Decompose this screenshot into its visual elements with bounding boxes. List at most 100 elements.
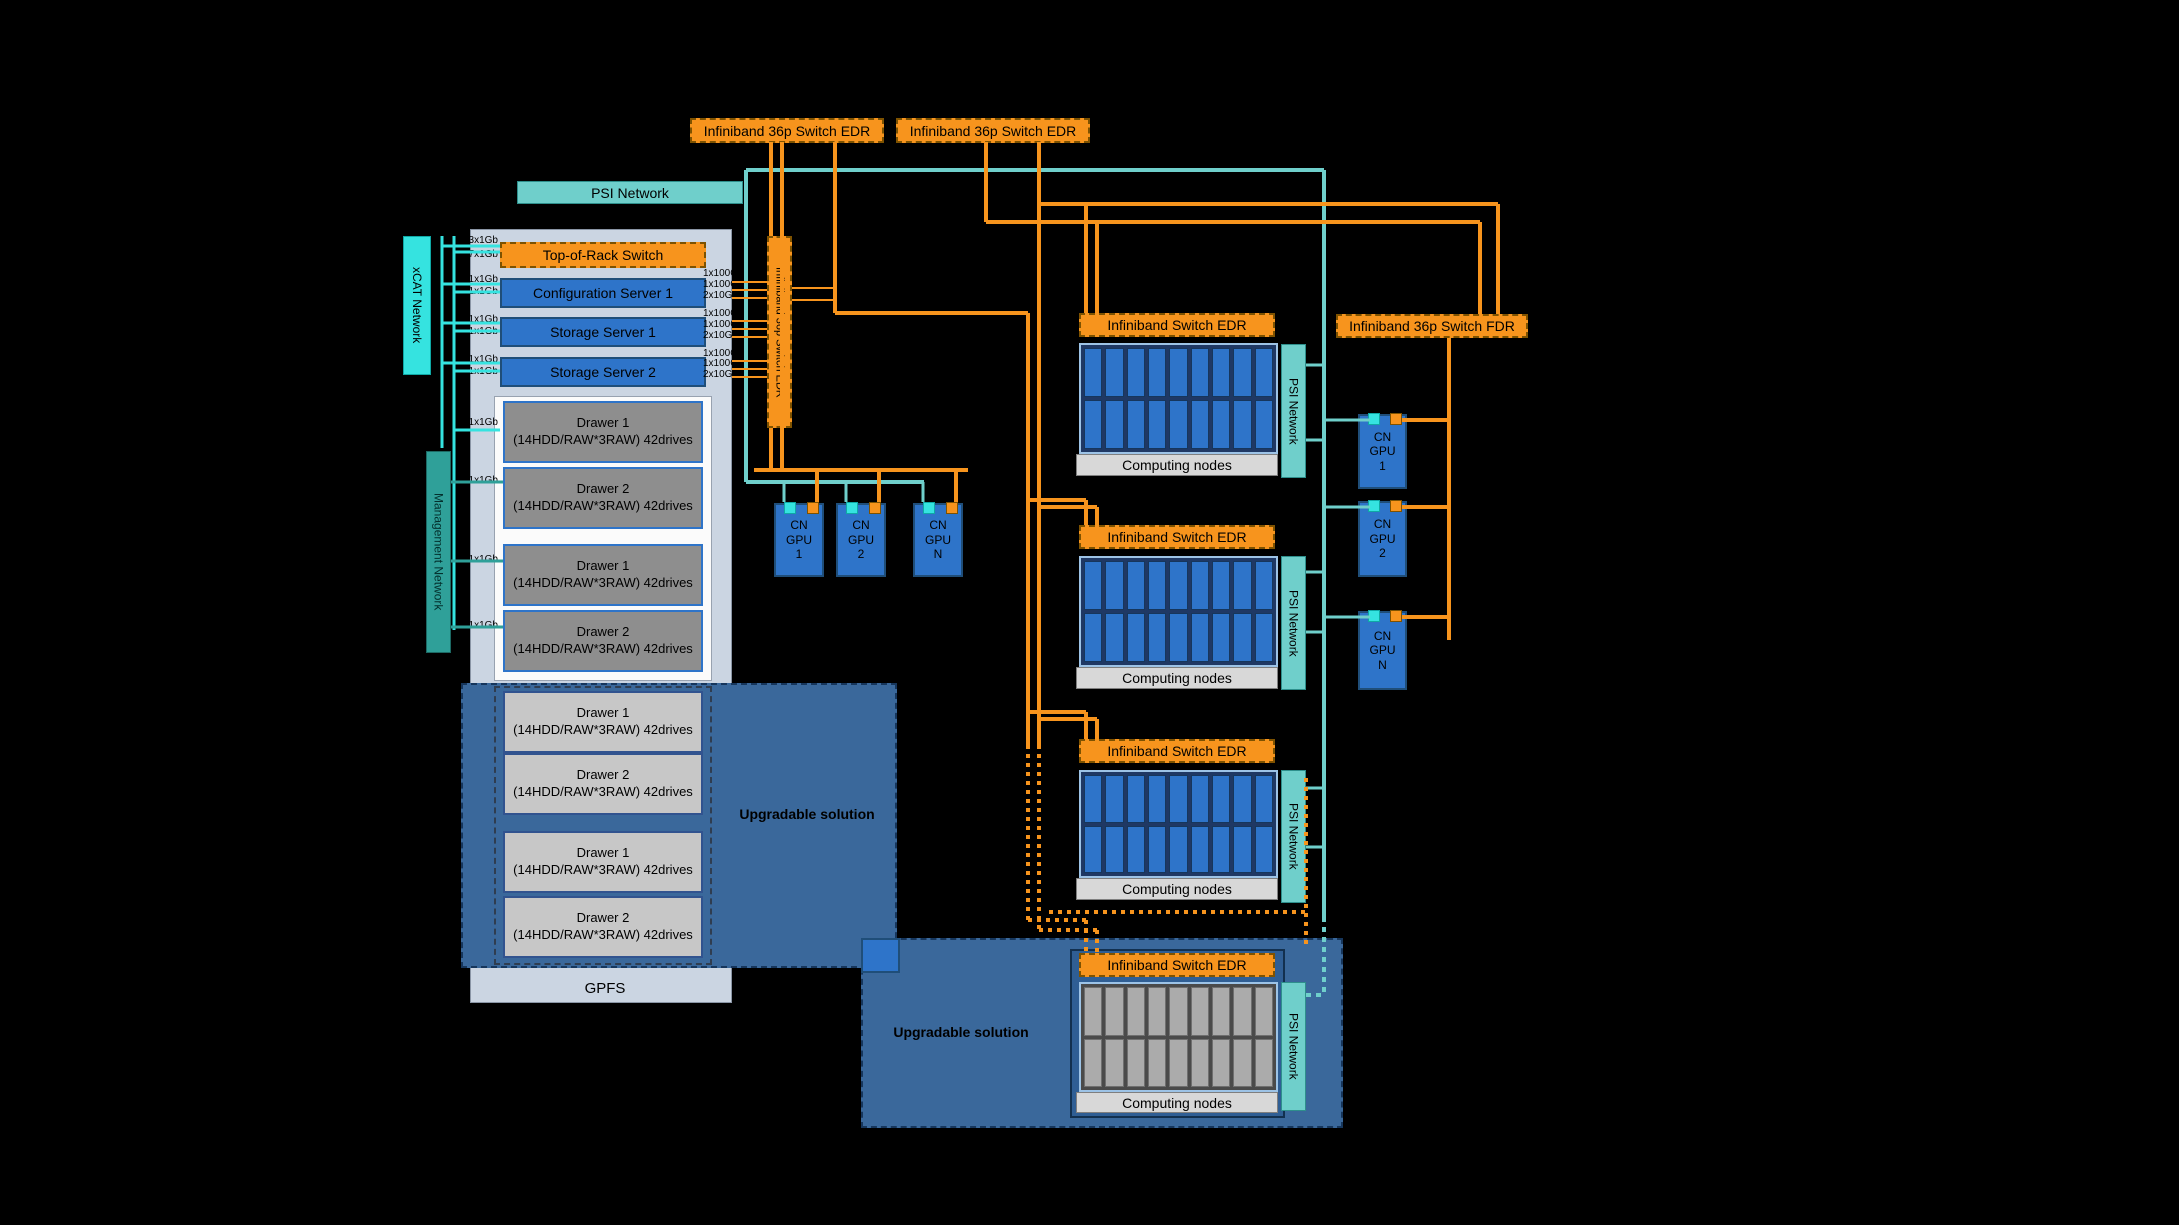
compute-node-cell xyxy=(1190,987,1209,1036)
compute-node-cell xyxy=(1126,561,1145,610)
compute-node-cell xyxy=(1190,775,1209,823)
compute-node-cell xyxy=(1233,825,1252,873)
drawer-7: Drawer 1(14HDD/RAW*3RAW) 42drives xyxy=(503,831,703,893)
compute-node-cell xyxy=(1105,561,1124,610)
port-label: 2x10Gb xyxy=(703,330,739,341)
drawer-title: Drawer 2 xyxy=(576,481,630,497)
compute-node-cell xyxy=(1084,775,1103,823)
infiniband-36p-switch-edr-vertical-label: Infiniband 36p Switch EDR xyxy=(773,266,786,398)
compute-node-cell xyxy=(1212,987,1231,1036)
compute-node-cell xyxy=(1169,825,1188,873)
psi-port-icon xyxy=(846,502,858,514)
compute-node-cell xyxy=(1105,1038,1124,1087)
compute-node-cell xyxy=(1148,825,1167,873)
drawer-subtitle: (14HDD/RAW*3RAW) 42drives xyxy=(513,722,693,737)
port-label: 1x1Gb xyxy=(468,354,498,365)
drawer-subtitle: (14HDD/RAW*3RAW) 42drives xyxy=(513,575,693,590)
infiniband-port-icon xyxy=(1390,500,1402,512)
compute-node-cell xyxy=(1084,348,1103,397)
port-label: 2x10Gb xyxy=(703,369,739,380)
compute-node-cell xyxy=(1169,613,1188,662)
infiniband-port-icon xyxy=(807,502,819,514)
gpu-label: CN xyxy=(790,518,808,533)
compute-node-cell xyxy=(1126,613,1145,662)
compute-group-4-label: Computing nodes xyxy=(1076,1092,1278,1113)
psi-port-icon xyxy=(923,502,935,514)
port-label: 1x1Gb xyxy=(468,620,498,631)
compute-node-cell xyxy=(1084,613,1103,662)
compute-node-cell xyxy=(1169,400,1188,449)
compute-node-cell xyxy=(1254,1038,1273,1087)
compute-node-cell xyxy=(1148,987,1167,1036)
compute-node-cell xyxy=(1190,348,1209,397)
gpu-label: 1 xyxy=(1379,458,1386,473)
compute-node-cell xyxy=(1148,613,1167,662)
compute-node-cell xyxy=(1169,775,1188,823)
gpu-label: 1 xyxy=(795,547,803,562)
compute-node-cell xyxy=(1212,613,1231,662)
compute-node-cell xyxy=(1254,987,1273,1036)
compute-group-3-label: Computing nodes xyxy=(1076,878,1278,900)
drawer-subtitle: (14HDD/RAW*3RAW) 42drives xyxy=(513,784,693,799)
compute-node-cell xyxy=(1233,400,1252,449)
port-label: 1x1Gb xyxy=(468,554,498,565)
drawer-subtitle: (14HDD/RAW*3RAW) 42drives xyxy=(513,432,693,447)
xcat-network-label: xCAT Network xyxy=(410,267,424,344)
compute-group-3-grid xyxy=(1079,770,1278,878)
compute-node-cell xyxy=(1084,561,1103,610)
compute-node-cell xyxy=(1105,400,1124,449)
compute-node-cell xyxy=(1084,1038,1103,1087)
management-network-label: Management Network xyxy=(431,493,446,611)
compute-node-cell xyxy=(1190,1038,1209,1087)
compute-group-1-grid xyxy=(1079,343,1278,454)
gpu-label: GPU xyxy=(1369,531,1396,546)
compute-group-3-psi: PSI Network xyxy=(1281,770,1306,903)
compute-group-2-label: Computing nodes xyxy=(1076,667,1278,689)
compute-node-cell xyxy=(1126,987,1145,1036)
management-network: Management Network xyxy=(426,451,451,653)
compute-node-cell xyxy=(1126,400,1145,449)
infiniband-36p-switch-edr-right: Infiniband 36p Switch EDR xyxy=(896,118,1090,143)
infiniband-port-icon xyxy=(1390,413,1402,425)
compute-node-cell xyxy=(1105,987,1124,1036)
compute-node-cell xyxy=(1169,561,1188,610)
compute-node-cell xyxy=(1084,825,1103,873)
drawer-5: Drawer 1(14HDD/RAW*3RAW) 42drives xyxy=(503,691,703,753)
compute-node-cell xyxy=(1126,775,1145,823)
port-label: 1x1Gb xyxy=(468,475,498,486)
port-label: 1x100Gb xyxy=(703,308,744,319)
compute-node-cell xyxy=(1233,1038,1252,1087)
gpfs-label: GPFS xyxy=(584,980,626,997)
drawer-title: Drawer 1 xyxy=(576,558,630,574)
port-label: 1x1Gb xyxy=(468,314,498,325)
psi-port-icon xyxy=(784,502,796,514)
drawer-8: Drawer 2(14HDD/RAW*3RAW) 42drives xyxy=(503,896,703,958)
upgradable-solution-bottom-label: Upgradable solution xyxy=(893,1024,1029,1040)
compute-node-cell xyxy=(1105,775,1124,823)
infiniband-36p-switch-edr-vertical: Infiniband 36p Switch EDR xyxy=(767,236,792,428)
drawer-bay-panel-upgradable xyxy=(494,686,712,965)
compute-group-2-grid xyxy=(1079,556,1278,667)
port-label: 1x1Gb xyxy=(468,286,498,297)
infiniband-36p-switch-fdr: Infiniband 36p Switch FDR xyxy=(1336,314,1528,338)
port-label: 2x10Gb xyxy=(703,290,739,301)
upgradable-corner-node xyxy=(861,938,900,973)
compute-node-cell xyxy=(1254,775,1273,823)
drawer-subtitle: (14HDD/RAW*3RAW) 42drives xyxy=(513,927,693,942)
compute-node-cell xyxy=(1148,400,1167,449)
compute-node-cell xyxy=(1148,1038,1167,1087)
drawer-subtitle: (14HDD/RAW*3RAW) 42drives xyxy=(513,641,693,656)
compute-group-4-grid xyxy=(1079,982,1278,1092)
drawer-title: Drawer 2 xyxy=(576,767,630,783)
compute-node-cell xyxy=(1212,561,1231,610)
psi-port-icon xyxy=(1368,500,1380,512)
psi-network-bar: PSI Network xyxy=(517,181,743,204)
drawer-3: Drawer 1(14HDD/RAW*3RAW) 42drives xyxy=(503,544,703,606)
port-label: 1x1Gb xyxy=(468,274,498,285)
compute-node-cell xyxy=(1212,825,1231,873)
